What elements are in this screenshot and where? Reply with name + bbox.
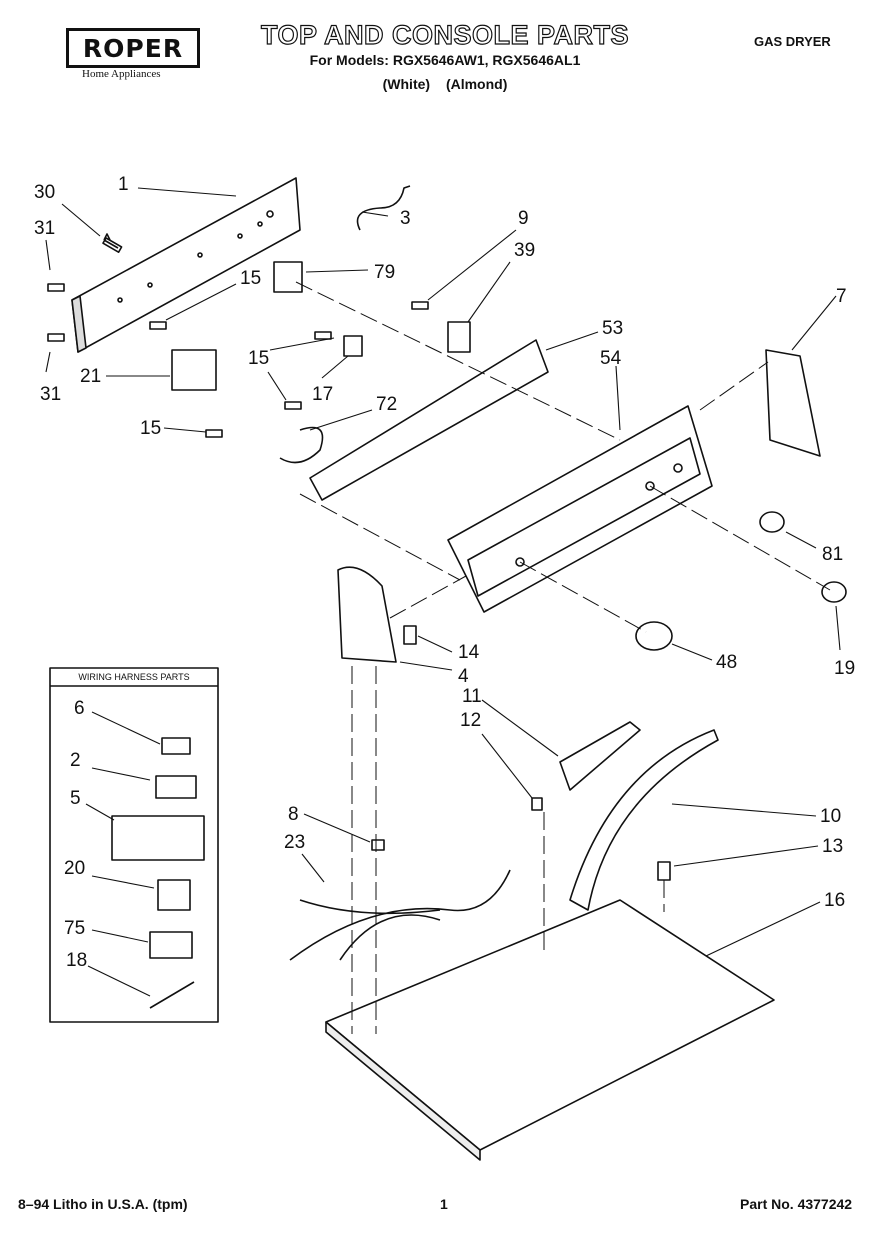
callout-18: 18 [66, 950, 87, 971]
callout-21: 21 [80, 366, 101, 387]
endcap-part-4 [337, 566, 397, 663]
callout-15a: 15 [240, 268, 261, 289]
part-79 [273, 261, 303, 293]
product-type: GAS DRYER [754, 34, 831, 49]
callout-12: 12 [460, 710, 481, 731]
callout-72: 72 [376, 394, 397, 415]
callout-31b: 31 [40, 384, 61, 405]
part-39 [447, 321, 471, 353]
clip-12 [531, 797, 543, 811]
screw-15a [149, 321, 167, 330]
callout-75: 75 [64, 918, 85, 939]
brand-subtitle: Home Appliances [82, 68, 161, 80]
part-21 [171, 349, 217, 391]
callout-14: 14 [458, 642, 480, 663]
screw-31a [47, 283, 65, 292]
callout-30: 30 [34, 182, 55, 203]
model-colors: (White) (Almond) [382, 76, 508, 92]
brand-logo: ROPER [66, 28, 200, 68]
part-6 [161, 737, 191, 755]
screw-30 [102, 233, 123, 253]
wire-part-72 [279, 426, 324, 464]
callout-23: 23 [284, 832, 305, 853]
console-part-54 [447, 405, 713, 613]
callout-53: 53 [602, 318, 623, 339]
callout-13: 13 [822, 836, 843, 857]
footer-part-number: Part No. 4377242 [740, 1196, 853, 1212]
part-17 [343, 335, 363, 357]
screw-9 [411, 301, 429, 310]
callout-17: 17 [312, 384, 333, 405]
screw-15d [205, 429, 223, 438]
callout-54: 54 [600, 348, 622, 369]
callout-10: 10 [820, 806, 841, 827]
callout-48: 48 [716, 652, 737, 673]
callout-16: 16 [824, 890, 845, 911]
callout-7: 7 [836, 286, 847, 307]
wiring-harness-box [49, 667, 219, 1023]
knob-81 [759, 511, 785, 533]
page-title: TOP AND CONSOLE PARTS [260, 19, 630, 50]
part-75 [149, 931, 193, 959]
harness-part-23 [289, 869, 511, 961]
callout-19: 19 [834, 658, 855, 679]
endcap-part-7 [765, 349, 821, 457]
part-20 [157, 879, 191, 911]
wire-part-3 [356, 185, 411, 231]
callout-15b: 15 [248, 348, 269, 369]
callout-15c: 15 [140, 418, 161, 439]
bracket-part-53 [309, 339, 549, 501]
screw-13 [657, 861, 671, 881]
callout-31a: 31 [34, 218, 55, 239]
callout-20: 20 [64, 858, 85, 879]
screw-15c [284, 401, 302, 410]
part-2 [155, 775, 197, 799]
knob-19 [821, 581, 847, 603]
callout-1: 1 [118, 174, 129, 195]
callout-79: 79 [374, 262, 395, 283]
screw-31b [47, 333, 65, 342]
callout-4: 4 [458, 666, 469, 687]
duct-part-10 [569, 729, 719, 911]
lint-screen-part-11 [559, 721, 641, 791]
screw-15b [314, 331, 332, 340]
wiring-box-title: WIRING HARNESS PARTS [78, 672, 189, 682]
part-5 [111, 815, 205, 861]
callout-6: 6 [74, 698, 85, 719]
callout-39: 39 [514, 240, 535, 261]
part-18 [149, 981, 195, 1009]
callout-2: 2 [70, 750, 81, 771]
callout-9: 9 [518, 208, 529, 229]
callout-3: 3 [400, 208, 411, 229]
rear-panel-part [71, 177, 301, 353]
brand-name: ROPER [82, 33, 184, 63]
knob-48 [635, 621, 673, 651]
top-part-16 [325, 899, 775, 1151]
model-numbers: For Models: RGX5646AW1, RGX5646AL1 [309, 52, 581, 68]
part-8 [371, 839, 385, 851]
callout-8: 8 [288, 804, 299, 825]
callout-81: 81 [822, 544, 843, 565]
screw-14 [403, 625, 417, 645]
footer-page-number: 1 [440, 1196, 448, 1212]
callout-5: 5 [70, 788, 81, 809]
footer-litho: 8–94 Litho in U.S.A. (tpm) [18, 1196, 188, 1212]
callout-11: 11 [462, 686, 482, 707]
